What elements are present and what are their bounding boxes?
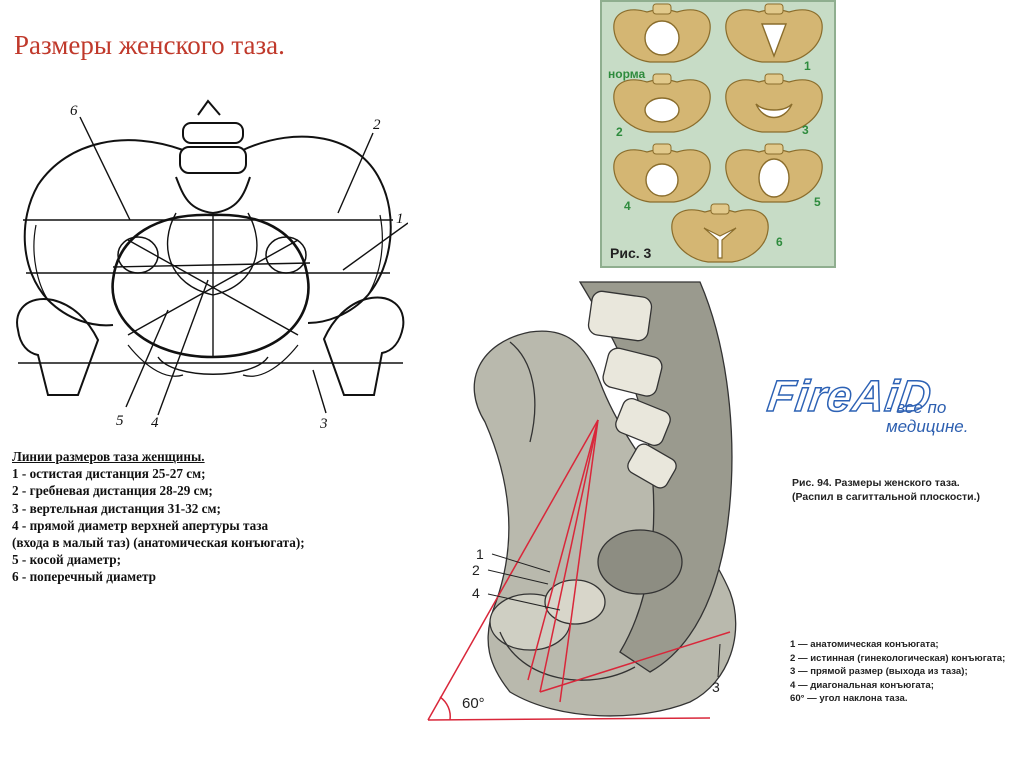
right-femur xyxy=(322,296,405,396)
shape-label-2: 2 xyxy=(616,125,623,139)
legend-item: 3 - вертельная дистанция 31-32 см; xyxy=(12,500,221,516)
callout-2: 2 xyxy=(373,117,381,133)
sagittal-callout-3: 3 xyxy=(712,679,720,695)
legend-item: 5 - косой диаметр; xyxy=(12,552,122,568)
sagittal-callout-2: 2 xyxy=(472,562,480,578)
left-femur xyxy=(16,298,100,396)
figure-key: 1 — анатомическая конъюгата; 2 — истинна… xyxy=(790,638,1005,706)
shape-label-norm: норма xyxy=(608,67,645,81)
right-iliac-wing xyxy=(242,135,392,324)
figure-caption-title: Рис. 94. Размеры женского таза. xyxy=(792,477,960,489)
angle-label: 60° xyxy=(462,695,485,712)
callout-6: 6 xyxy=(70,103,78,119)
shapes-caption: Рис. 3 xyxy=(610,245,652,261)
callout-4: 4 xyxy=(151,415,159,431)
shape-label-4: 4 xyxy=(624,199,631,213)
left-iliac-wing xyxy=(23,139,184,327)
tagline-line-2: медицине. xyxy=(886,417,969,436)
figure-key-item: 1 — анатомическая конъюгата; xyxy=(790,639,939,650)
figure-caption-subtitle: (Распил в сагиттальной плоскости.) xyxy=(792,491,981,503)
legend-heading: Линии размеров таза женщины. xyxy=(12,449,205,464)
shape-label-1: 1 xyxy=(804,59,811,73)
legend-item: 2 - гребневая дистанция 28-29 см; xyxy=(12,483,213,499)
sagittal-section-figure: 1 2 4 3 60° xyxy=(427,281,737,721)
shape-label-6: 6 xyxy=(776,235,783,249)
sagittal-callout-1: 1 xyxy=(476,546,484,562)
pelvis-shape-3 xyxy=(725,73,823,133)
figure-key-item: 4 — диагональная конъюгата; xyxy=(790,679,934,691)
pelvis-shape-normal xyxy=(613,3,711,63)
tagline-line-1: - все по xyxy=(886,398,947,417)
vertebra xyxy=(182,122,244,144)
pelvis-shape-2 xyxy=(613,73,711,133)
pelvis-shape-4 xyxy=(613,143,711,203)
shape-label-5: 5 xyxy=(814,195,821,209)
callout-1: 1 xyxy=(396,211,404,227)
pelvis-shape-1 xyxy=(725,3,823,63)
legend-item: (входа в малый таз) (анатомическая конъю… xyxy=(12,535,305,551)
callout-3: 3 xyxy=(319,416,328,432)
figure-caption: Рис. 94. Размеры женского таза. (Распил … xyxy=(792,476,980,504)
figure-key-item: 3 — прямой размер (выхода из таза); xyxy=(790,666,968,678)
shape-label-3: 3 xyxy=(802,123,809,137)
legend-item: 1 - остистая дистанция 25-27 см; xyxy=(12,466,206,482)
pelvis-shapes-figure: норма 1 2 3 4 5 6 Рис. 3 xyxy=(600,0,836,268)
slide-title: Размеры женского таза. xyxy=(14,30,285,60)
sacrum xyxy=(166,212,258,296)
pelvis-shapes-drawing: норма 1 2 3 4 5 6 Рис. 3 xyxy=(608,3,823,263)
pelvis-shape-6 xyxy=(671,203,769,263)
figure-key-item: 60° — угол наклона таза. xyxy=(790,693,908,705)
legend-item: 6 - поперечный диаметр xyxy=(12,569,156,585)
pelvis-shape-5 xyxy=(725,143,823,203)
pelvis-diagram: 6 2 1 5 4 3 xyxy=(16,99,408,432)
figure-key-item: 2 — истинная (гинекологическая) конъюгат… xyxy=(790,652,1006,664)
fireaid-tagline: - все по медицине. xyxy=(886,398,1016,436)
sagittal-callout-4: 4 xyxy=(472,585,480,601)
vertebra xyxy=(179,146,247,174)
callout-5: 5 xyxy=(116,413,124,429)
legend: Линии размеров таза женщины. 1 - остиста… xyxy=(12,448,412,586)
legend-item: 4 - прямой диаметр верхней апертуры таза xyxy=(12,517,269,533)
